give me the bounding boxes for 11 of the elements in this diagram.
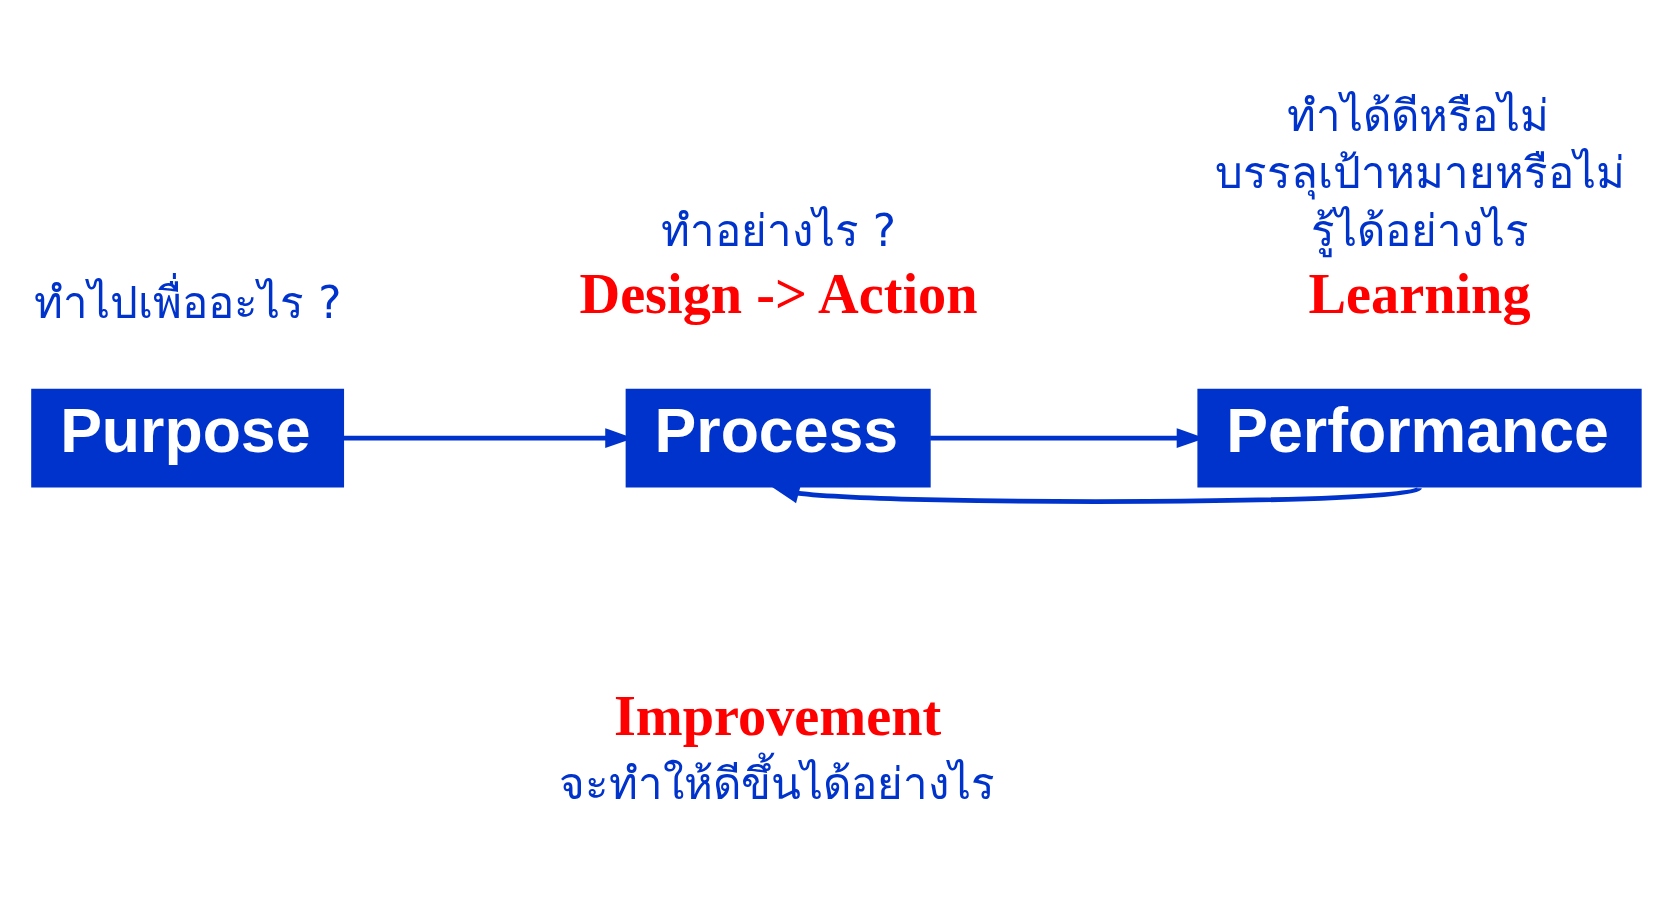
node-label: Design -> Action xyxy=(579,262,978,325)
node-box: Purpose xyxy=(31,388,345,488)
node-box: Process xyxy=(625,388,931,488)
node-box: Performance xyxy=(1197,388,1642,488)
node-label: Learning xyxy=(1308,262,1531,325)
node-label: บรรลุเป้าหมายหรือไม่ xyxy=(1214,147,1625,199)
label: Improvement xyxy=(613,685,942,748)
node-label: รู้ได้อย่างไร xyxy=(1310,205,1529,257)
node-label: ทำอย่างไร ? xyxy=(660,205,897,257)
arrow xyxy=(771,484,1421,504)
node-label: ทำได้ดีหรือไม่ xyxy=(1287,89,1550,141)
